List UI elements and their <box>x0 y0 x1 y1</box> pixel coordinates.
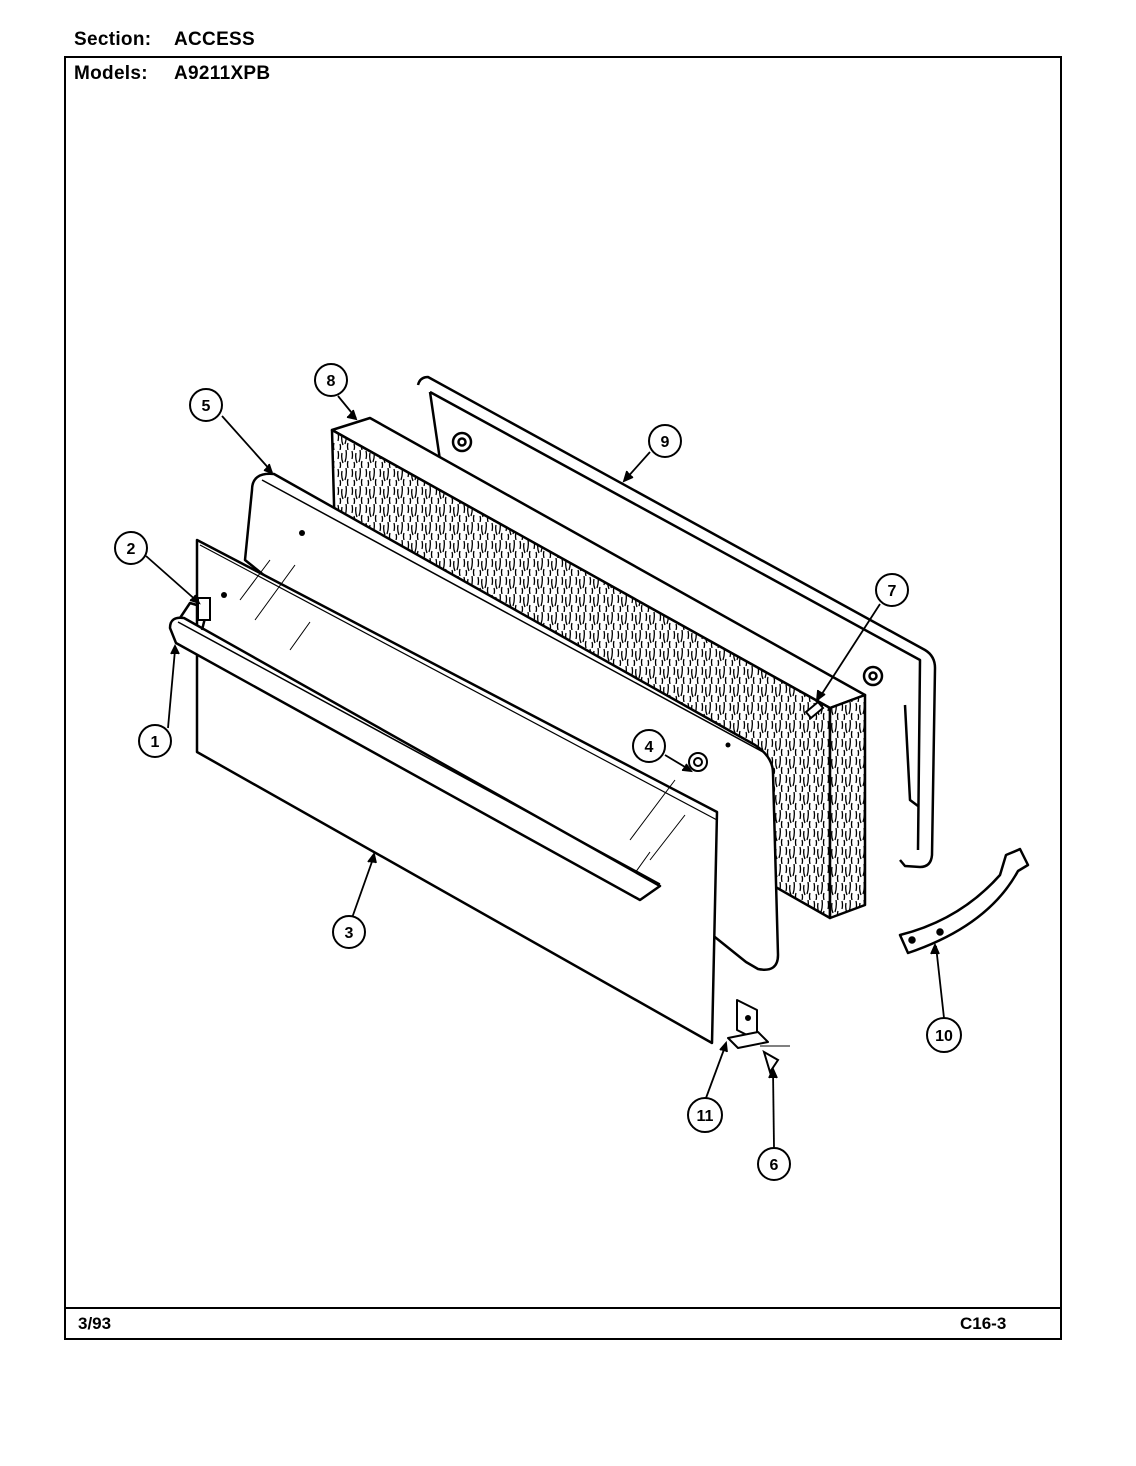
svg-text:10: 10 <box>935 1028 953 1045</box>
diagram-frame <box>64 56 1062 1340</box>
callout-8: 8 <box>314 363 348 397</box>
svg-text:4: 4 <box>645 739 654 756</box>
handle-part <box>168 601 662 902</box>
section-value: ACCESS <box>174 29 255 50</box>
callout-6: 6 <box>757 1147 791 1181</box>
callout-5: 5 <box>189 388 223 422</box>
callout-4: 4 <box>632 729 666 763</box>
svg-text:1: 1 <box>151 734 160 751</box>
svg-text:3: 3 <box>345 925 354 942</box>
leader-lines <box>145 395 945 1149</box>
models-line: Models: A9211XPB <box>74 63 270 85</box>
callout-1: 1 <box>138 724 172 758</box>
callout-9: 9 <box>648 424 682 458</box>
callout-3: 3 <box>332 915 366 949</box>
footer-rule <box>64 1307 1062 1309</box>
grommet-part <box>688 752 708 772</box>
svg-text:11: 11 <box>697 1108 714 1125</box>
callout-11: 11 <box>687 1097 723 1133</box>
svg-text:9: 9 <box>661 434 670 451</box>
screw-part-6 <box>760 1045 790 1075</box>
callout-group: 1 2 3 4 5 6 7 8 9 10 11 <box>114 363 962 1181</box>
section-line: Section: ACCESS <box>74 29 255 51</box>
section-label: Section: <box>74 29 152 50</box>
svg-text:7: 7 <box>888 583 897 600</box>
svg-text:5: 5 <box>202 398 211 415</box>
svg-text:2: 2 <box>127 541 136 558</box>
clip-part <box>197 597 211 621</box>
callout-2: 2 <box>114 531 148 565</box>
screw-part-7 <box>804 700 825 720</box>
footer-date: 3/93 <box>78 1314 112 1333</box>
footer-code: C16-3 <box>960 1314 1007 1333</box>
svg-text:8: 8 <box>327 373 336 390</box>
callout-10: 10 <box>926 1017 962 1053</box>
models-value: A9211XPB <box>174 63 271 84</box>
models-label: Models: <box>74 63 148 84</box>
hinge-clip-part <box>727 999 769 1049</box>
bracket-part <box>898 847 1030 955</box>
svg-text:6: 6 <box>770 1157 779 1174</box>
callout-7: 7 <box>875 573 909 607</box>
